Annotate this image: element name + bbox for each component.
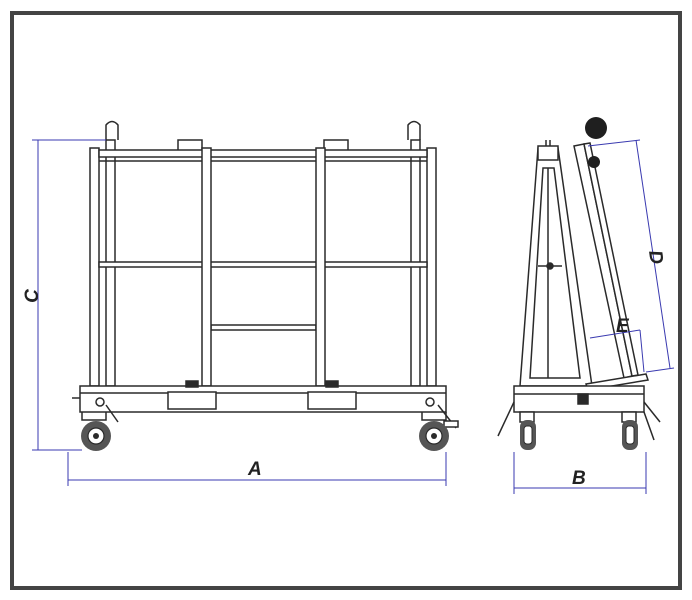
lifting-hook-left xyxy=(105,120,119,140)
foot-right xyxy=(307,391,357,410)
side-wheel-right xyxy=(622,420,638,450)
label-d: D xyxy=(644,249,667,266)
base-beam xyxy=(79,385,447,413)
dimension-lines xyxy=(32,139,675,494)
dimension-e-line xyxy=(589,329,641,339)
a-frame-cap xyxy=(537,145,559,161)
foot-left xyxy=(167,391,217,410)
top-roller xyxy=(585,117,607,168)
label-c: C xyxy=(22,289,43,303)
label-e: E xyxy=(616,316,630,337)
middle-rail xyxy=(98,261,428,268)
upright-left-outer xyxy=(89,147,100,387)
side-wheel-left xyxy=(520,420,536,450)
upright-center-right xyxy=(315,147,326,387)
upright-center-left xyxy=(201,147,212,387)
top-handle-left xyxy=(177,139,203,150)
caster-bracket-left xyxy=(81,412,107,421)
top-handle-right xyxy=(323,139,349,150)
upright-right-outer xyxy=(426,147,437,387)
front-wheel-left xyxy=(81,421,111,451)
lifting-hook-right xyxy=(407,120,421,140)
label-b: B xyxy=(572,468,586,489)
lower-rail xyxy=(210,324,317,331)
label-a: A xyxy=(247,459,262,480)
front-view xyxy=(72,120,459,429)
a-frame-inner xyxy=(529,167,581,379)
dimension-d-line xyxy=(635,139,671,369)
top-beam xyxy=(98,149,428,158)
side-view xyxy=(497,140,661,441)
front-wheel-right xyxy=(419,421,449,451)
